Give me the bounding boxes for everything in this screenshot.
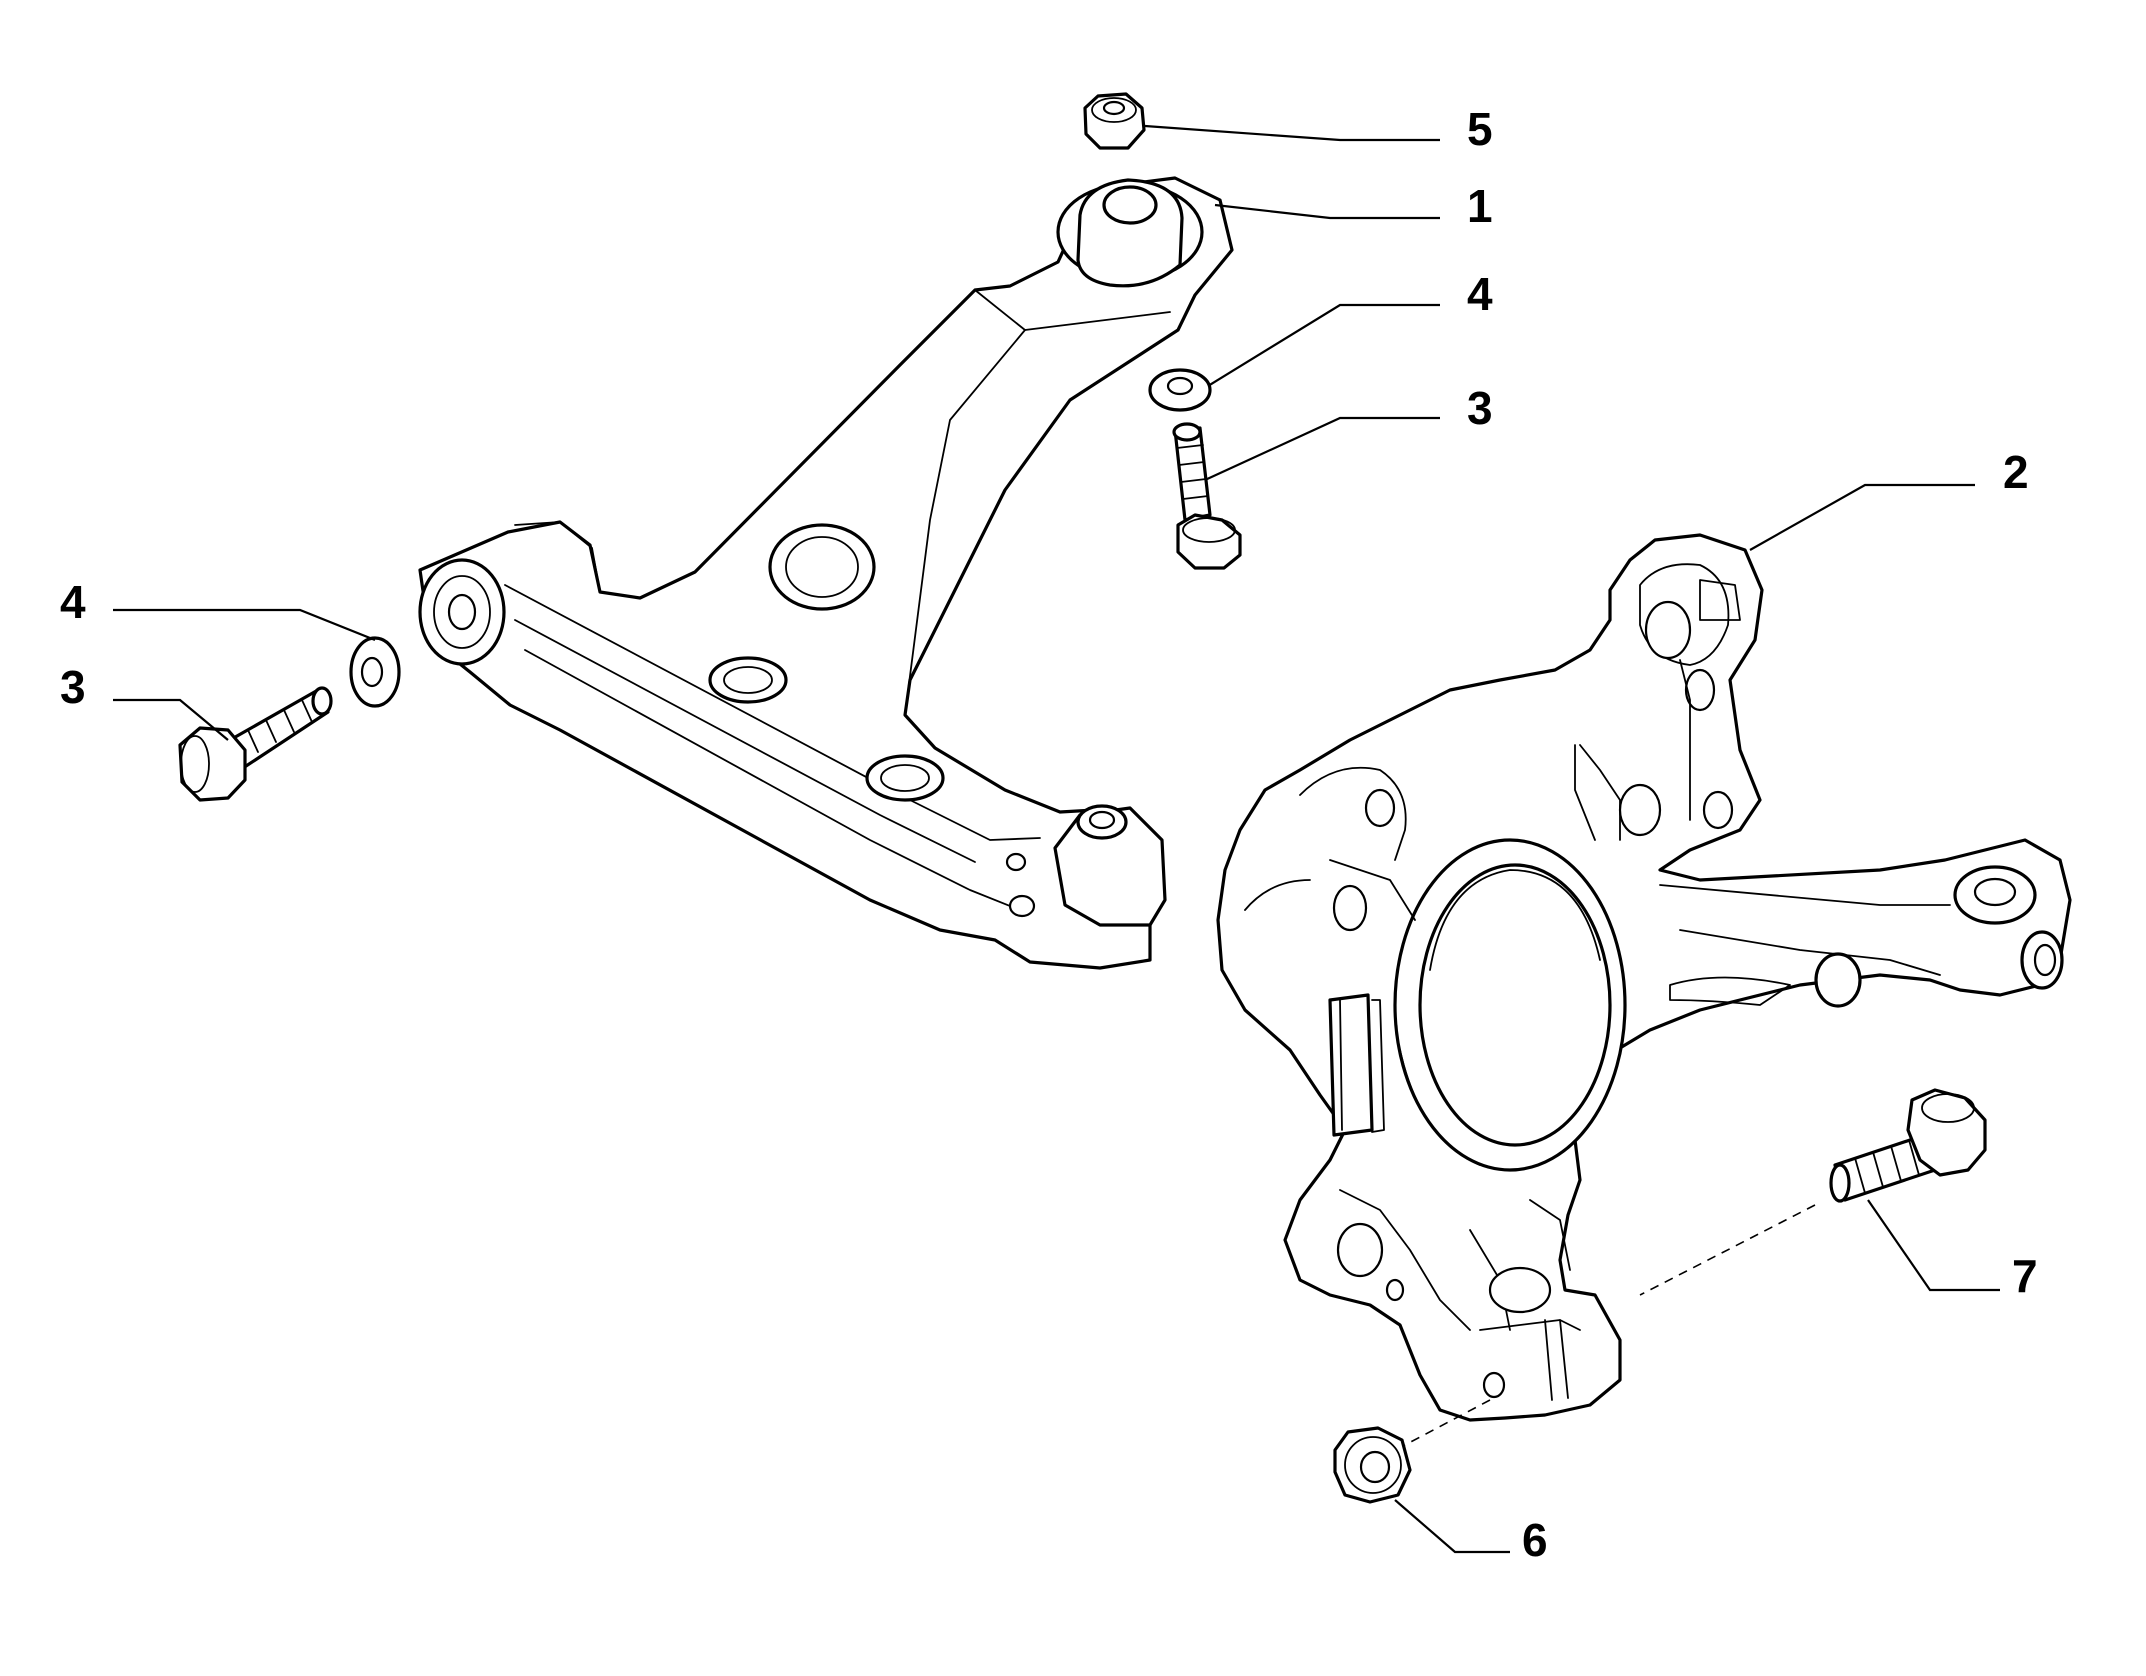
washer-left [349,636,401,708]
steering-knuckle [1216,533,2072,1422]
callout-7: 7 [2012,1250,2038,1302]
callout-3-upper: 3 [1467,382,1493,434]
bolt-lower-right [1829,1088,1987,1203]
bolt-left [178,686,333,802]
washer-upper [1148,368,1212,412]
callout-6: 6 [1522,1514,1548,1566]
leader-lines [113,124,2000,1554]
callout-4-upper: 4 [1467,268,1493,320]
assembly-line-bolt-7 [1639,1204,1816,1296]
callout-1: 1 [1467,180,1493,232]
nut-lower [1333,1426,1412,1504]
callout-3-left: 3 [60,661,86,713]
callout-5: 5 [1467,103,1493,155]
callout-2: 2 [2003,446,2029,498]
bolt-upper [1172,422,1242,570]
callout-4-left: 4 [60,576,86,628]
assembly-line-nut-6 [1404,1399,1491,1446]
nut-top [1083,92,1146,150]
control-arm [418,176,1234,970]
